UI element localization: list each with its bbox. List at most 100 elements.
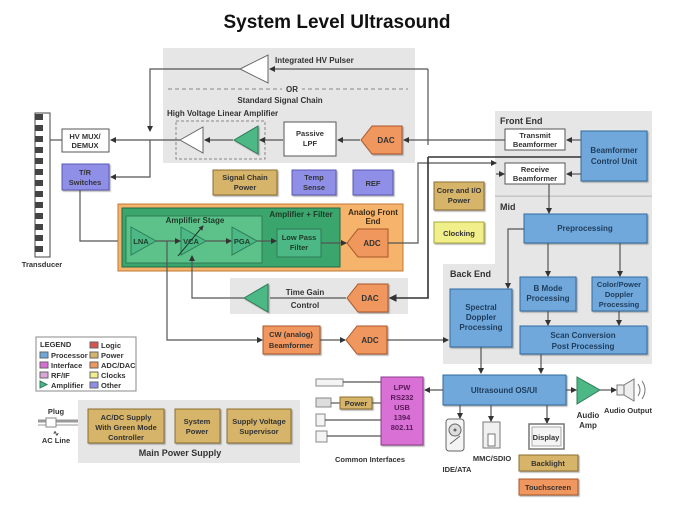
transmit-bf-line2: Beamformer <box>513 140 557 149</box>
passive-lpf-block[interactable] <box>283 121 337 157</box>
legend-label: Processor <box>51 351 88 360</box>
legend-swatch <box>89 361 99 369</box>
mmc-sdio-label: MMC/SDIO <box>473 454 511 463</box>
lpf-line1: Low Pass <box>282 233 317 242</box>
system-power-block[interactable] <box>174 408 221 444</box>
vca-amplifier[interactable] <box>180 226 208 256</box>
tgc-dac-block[interactable] <box>346 283 389 313</box>
transducer-element <box>35 235 43 241</box>
beamformer-control-unit-block[interactable] <box>580 130 648 182</box>
transducer-element <box>35 224 43 230</box>
audio-amp-line2: Amp <box>579 421 597 430</box>
tgc-label-line1: Time Gain <box>286 288 325 297</box>
clocking-block[interactable] <box>433 221 485 244</box>
backlight-block[interactable] <box>518 454 579 472</box>
supply-supervisor-block[interactable] <box>226 408 292 444</box>
hv-linear-amp-label: High Voltage Linear Amplifier <box>167 109 278 118</box>
scan-conversion-block[interactable] <box>519 325 648 355</box>
core-io-power-block[interactable] <box>433 181 485 211</box>
legend-item: ADC/DAC <box>89 361 136 370</box>
serial-port-icon <box>315 378 344 387</box>
bmode-processing-block[interactable] <box>519 276 577 312</box>
ide-ata-label: IDE/ATA <box>443 465 472 474</box>
color-line1: Color/Power <box>597 280 641 289</box>
ac-line-label: AC Line <box>42 436 70 445</box>
interfaces-block[interactable] <box>380 376 424 446</box>
audio-output-label: Audio Output <box>604 406 652 415</box>
transducer-element <box>35 125 43 131</box>
color-doppler-block[interactable] <box>591 276 648 312</box>
legend-item: Logic <box>89 341 121 350</box>
cw-beamformer-block[interactable] <box>262 325 321 355</box>
legend-item: Amplifier <box>39 380 84 390</box>
temp-sense-block[interactable] <box>291 169 337 196</box>
hv-mux-line2: DEMUX <box>71 141 98 150</box>
mid-title: Mid <box>500 202 516 212</box>
legend-swatch <box>39 351 49 359</box>
spectral-doppler-block[interactable] <box>449 288 513 348</box>
signal-chain-power-line1: Signal Chain <box>222 173 268 182</box>
spectral-line2: Doppler <box>466 313 496 322</box>
afe-adc-label: ADC <box>363 239 381 248</box>
tr-switches-line2: Switches <box>69 178 102 187</box>
pga-amplifier[interactable] <box>231 226 259 256</box>
hv-amp-white-icon <box>178 126 204 154</box>
legend-item: Processor <box>39 351 88 360</box>
transmit-dac-block[interactable] <box>360 125 403 155</box>
or-label: OR <box>286 85 298 94</box>
tr-switches-block[interactable] <box>61 163 110 191</box>
cw-beamformer-line1: CW (analog) <box>269 330 313 339</box>
afe-title-line2: End <box>365 217 380 226</box>
scan-line2: Post Processing <box>552 342 615 351</box>
lna-label: LNA <box>133 237 149 246</box>
spectral-line1: Spectral <box>465 303 497 312</box>
acdc-line3: Controller <box>108 433 144 442</box>
hv-mux-demux-block[interactable] <box>61 128 110 153</box>
transducer-element <box>35 191 43 197</box>
legend-label: Amplifier <box>51 381 84 390</box>
interface-usb: USB <box>394 403 410 412</box>
legend-swatch <box>39 361 49 369</box>
passive-lpf-line1: Passive <box>296 129 324 138</box>
receive-bf-line2: Beamformer <box>513 174 557 183</box>
transducer-element <box>35 213 43 219</box>
temp-sense-line1: Temp <box>304 173 324 182</box>
core-io-power-line2: Power <box>448 196 471 205</box>
legend-swatch <box>89 341 99 349</box>
legend-label: Logic <box>101 341 121 350</box>
signal-chain-power-line2: Power <box>234 183 257 192</box>
scan-line1: Scan Conversion <box>550 331 615 340</box>
legend-label: Interface <box>51 361 82 370</box>
signal-chain-power-block[interactable] <box>212 169 278 196</box>
acdc-line1: AC/DC Supply <box>101 413 153 422</box>
touchscreen-block[interactable] <box>518 478 579 496</box>
speaker-icon <box>616 378 646 402</box>
receive-bf-line1: Receive <box>521 165 549 174</box>
transducer-element <box>35 147 43 153</box>
bmode-line1: B Mode <box>534 284 563 293</box>
acdc-supply-block[interactable] <box>87 408 165 444</box>
sd-card-icon <box>482 421 501 449</box>
legend-label: Other <box>101 381 121 390</box>
system-power-line2: Power <box>186 427 209 436</box>
front-end-title: Front End <box>500 116 543 126</box>
receive-beamformer-block[interactable] <box>504 162 566 185</box>
legend-swatch <box>89 371 99 379</box>
transducer-element <box>35 202 43 208</box>
legend-item: Interface <box>39 361 82 370</box>
lna-amplifier[interactable] <box>130 226 158 256</box>
hv-amp-green-icon <box>233 125 259 155</box>
legend-item: RF/IF <box>39 371 70 380</box>
svg-text:∿: ∿ <box>53 429 60 438</box>
legend <box>35 336 137 392</box>
transducer-element <box>35 180 43 186</box>
afe-title-line1: Analog Front <box>348 208 398 217</box>
ultrasound-os-ui-block[interactable] <box>442 374 567 406</box>
main-power-supply-caption: Main Power Supply <box>139 448 222 458</box>
low-pass-filter-block[interactable] <box>276 228 322 258</box>
ref-block[interactable] <box>352 169 394 196</box>
common-interfaces-caption: Common Interfaces <box>335 455 405 464</box>
standard-signal-chain-label: Standard Signal Chain <box>237 96 322 105</box>
control-unit-line1: Beamformer <box>590 146 637 155</box>
tgc-amplifier-icon <box>243 283 269 313</box>
